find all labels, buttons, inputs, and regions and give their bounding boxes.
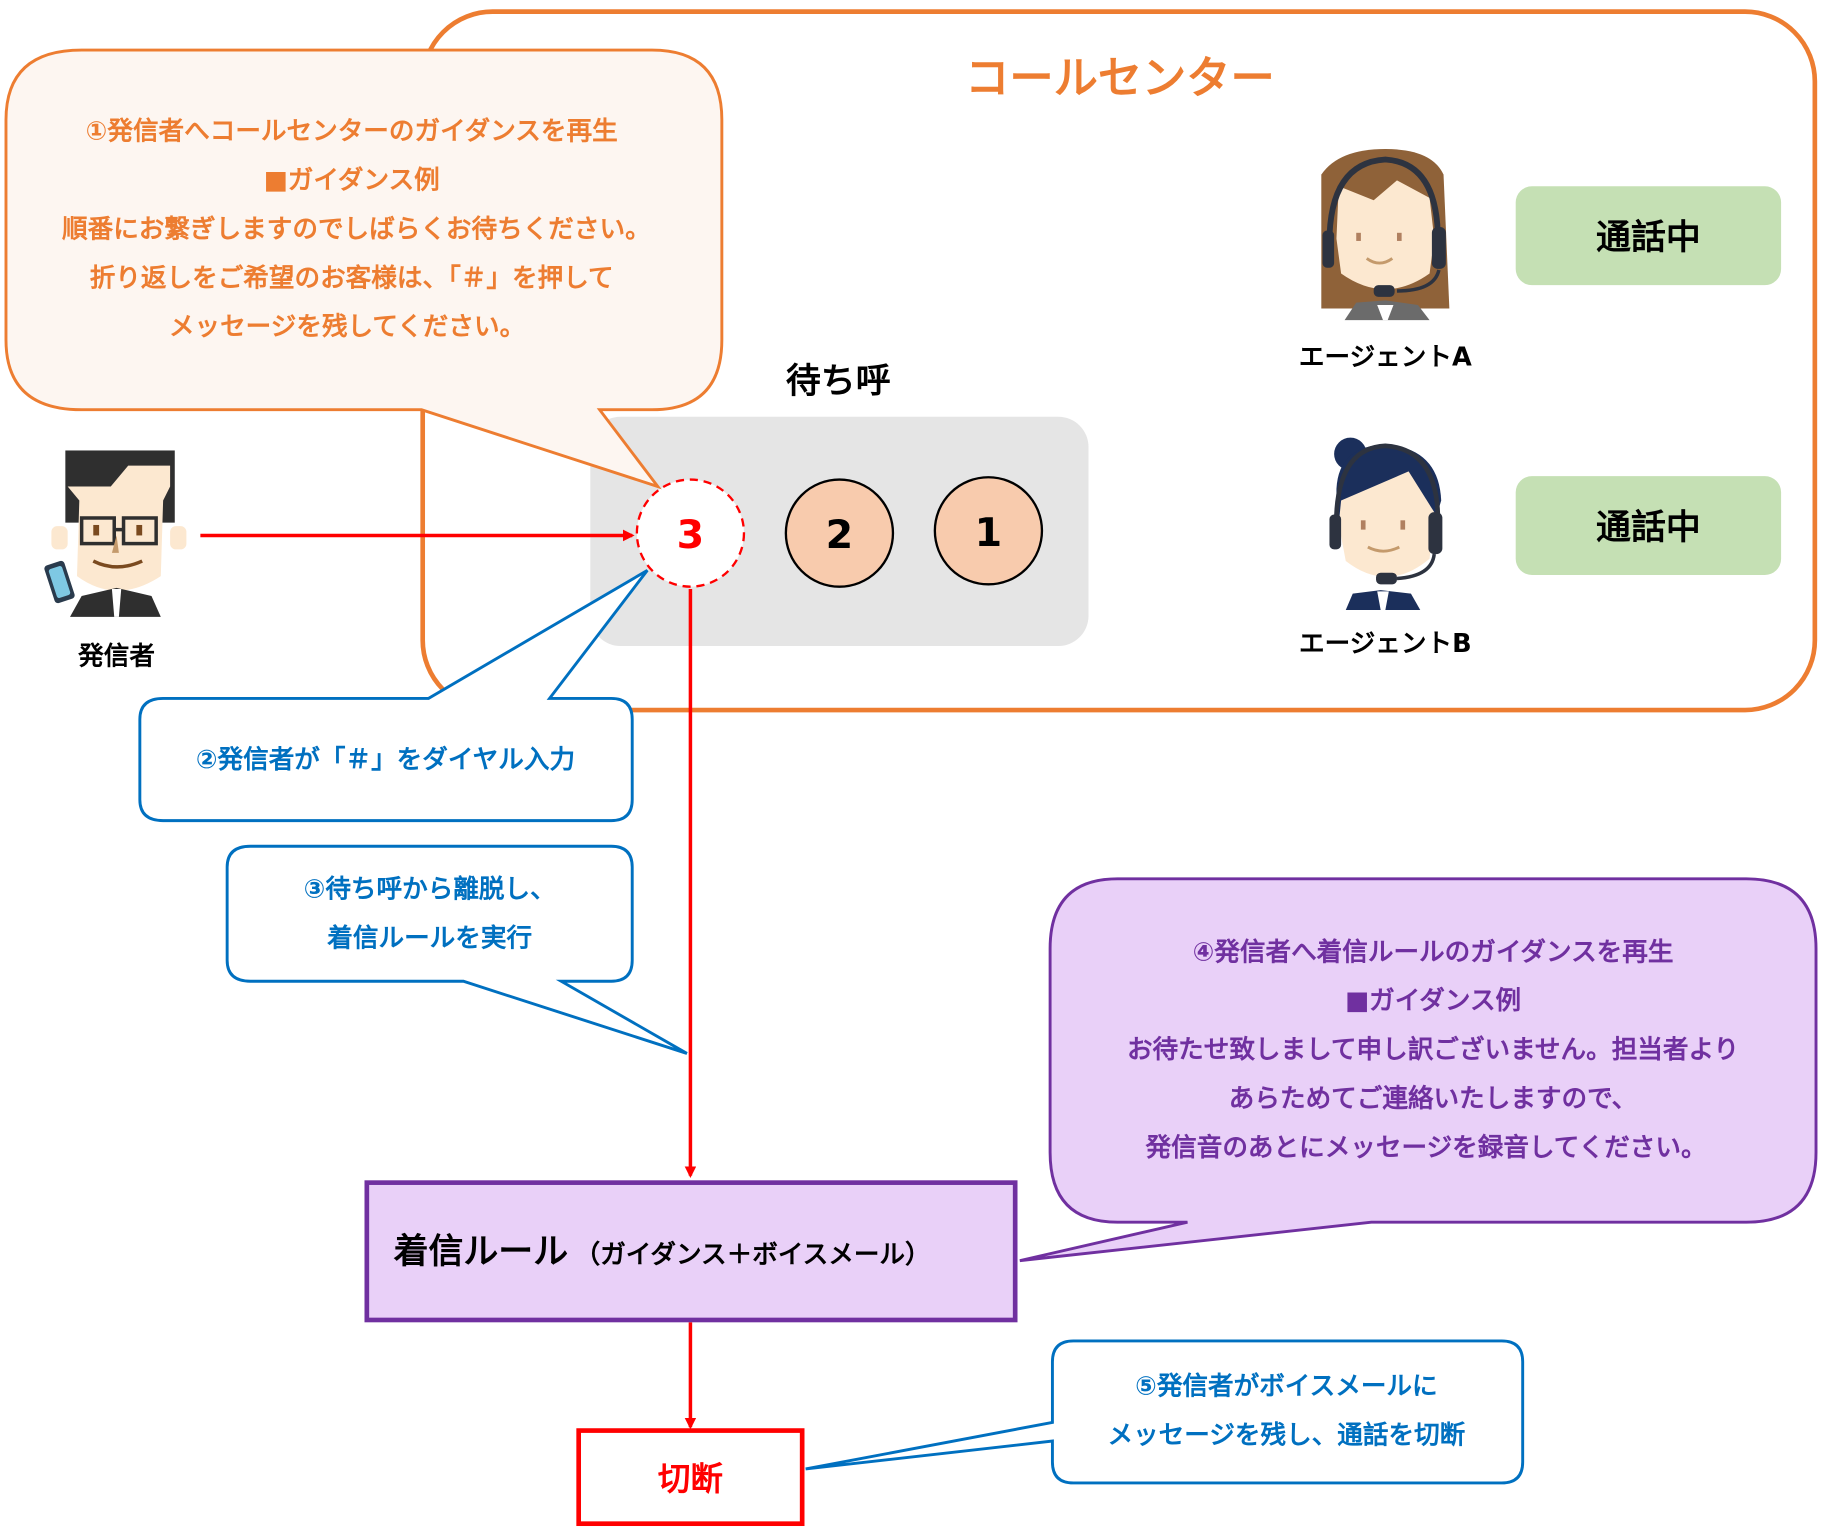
callout-step1-line: ■ガイダンス例 — [264, 165, 440, 196]
svg-text:着信ルール （ガイダンス＋ボイスメール）: 着信ルール （ガイダンス＋ボイスメール） — [394, 1232, 931, 1272]
callout-step4-line: あらためてご連絡いたしますので、 — [1229, 1083, 1637, 1114]
agent-a-status-badge: 通話中 — [1515, 186, 1782, 286]
callout-step4-line: ■ガイダンス例 — [1345, 985, 1521, 1016]
callout-step1-line: 折り返しをご希望のお客様は、「＃」を押して — [90, 262, 614, 293]
agent-b-status-badge: 通話中 — [1515, 476, 1782, 576]
callout-step1-line: 順番にお繋ぎしますのでしばらくお待ちください。 — [62, 214, 651, 244]
callout-step4-line: ④発信者へ着信ルールのガイダンスを再生 — [1193, 936, 1674, 967]
queue-slot-number: 1 — [975, 510, 1003, 556]
callout-step5-line: メッセージを残し、通話を切断 — [1107, 1419, 1465, 1450]
callout-step3-line: ③待ち呼から離脱し、 — [304, 874, 556, 904]
queue-slot-number: 3 — [677, 512, 705, 558]
caller-label: 発信者 — [77, 642, 155, 672]
callout-step2: ②発信者が「＃」をダイヤル入力 — [138, 569, 649, 823]
agent-a-status-text: 通話中 — [1596, 218, 1701, 258]
callout-step5-line: ⑤発信者がボイスメールに — [1135, 1370, 1437, 1401]
callout-step4-line: 発信音のあとにメッセージを録音してください。 — [1145, 1132, 1707, 1163]
callout-step1-line: メッセージを残してください。 — [169, 312, 525, 342]
queue-slot-3: 3 — [635, 478, 746, 588]
agent-b-avatar-icon — [1329, 437, 1443, 610]
caller-avatar-icon — [44, 450, 187, 617]
incoming-rule-title: 着信ルール — [394, 1232, 569, 1272]
incoming-rule-subtitle: （ガイダンス＋ボイスメール） — [575, 1239, 931, 1270]
disconnect-label: 切断 — [658, 1460, 724, 1498]
callout-step3-line: 着信ルールを実行 — [326, 922, 532, 953]
callout-step4-line: お待たせ致しまして申し訳ございません。担当者より — [1127, 1034, 1739, 1065]
callout-step1: ①発信者へコールセンターのガイダンスを再生 ■ガイダンス例 順番にお繋ぎしますの… — [4, 48, 724, 490]
callout-step3: ③待ち呼から離脱し、 着信ルールを実行 — [225, 844, 688, 1055]
agent-a-name: エージェントA — [1299, 342, 1472, 372]
callout-step1-line: ①発信者へコールセンターのガイダンスを再生 — [86, 116, 618, 147]
queue-slot-1: 1 — [933, 476, 1044, 586]
agent-b-status-text: 通話中 — [1596, 508, 1701, 548]
queue-slot-2: 2 — [784, 478, 895, 588]
agent-a-avatar-icon — [1321, 148, 1450, 321]
queue-label: 待ち呼 — [786, 361, 891, 401]
disconnect-box: 切断 — [576, 1428, 805, 1527]
agent-b-name: エージェントB — [1299, 629, 1472, 659]
callout-step2-line: ②発信者が「＃」をダイヤル入力 — [196, 744, 575, 775]
call-center-title: コールセンター — [965, 53, 1275, 104]
queue-slot-number: 2 — [826, 512, 854, 558]
callout-step5: ⑤発信者がボイスメールに メッセージを残し、通話を切断 — [805, 1339, 1525, 1485]
callout-step4: ④発信者へ着信ルールのガイダンスを再生 ■ガイダンス例 お待たせ致しまして申し訳… — [1019, 877, 1818, 1263]
incoming-rule-box: 着信ルール （ガイダンス＋ボイスメール） — [364, 1180, 1018, 1323]
